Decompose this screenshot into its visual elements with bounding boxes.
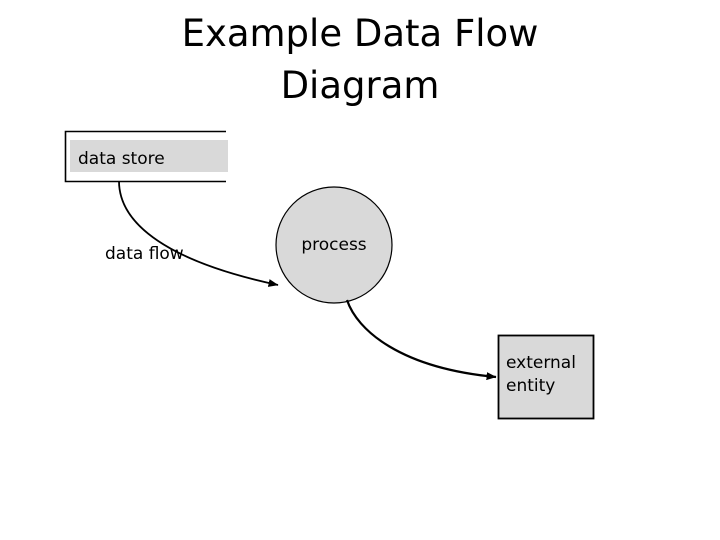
edge-process-to-external-entity[interactable]	[345, 299, 497, 381]
external-entity-rect	[497, 334, 595, 420]
process-label: process	[301, 235, 367, 255]
data-store-fill	[70, 140, 228, 172]
node-process[interactable]	[275, 186, 393, 304]
page-title: Example Data Flow Diagram	[181, 12, 539, 107]
node-external-entity[interactable]	[497, 334, 595, 420]
data-flow-label: data flow	[105, 244, 184, 264]
external-entity-label: external entity	[506, 353, 576, 396]
node-data-store[interactable]	[64, 130, 229, 183]
data-store-outline	[64, 130, 226, 183]
edge-data-store-to-process[interactable]	[118, 180, 279, 287]
process-circle	[275, 186, 393, 304]
data-store-label: data store	[78, 149, 165, 169]
